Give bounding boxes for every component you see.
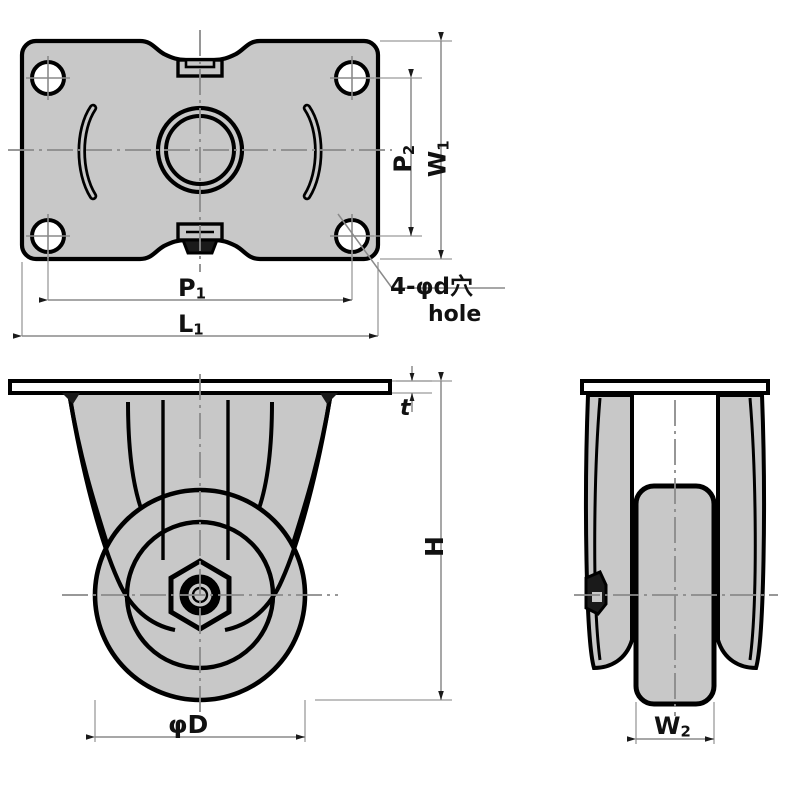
dimension-label-W1: W1 (423, 140, 453, 178)
front-view-fork-leg-left (67, 397, 176, 633)
front-view-centerlines (62, 374, 338, 712)
dimension-label-phiD: φD (168, 710, 209, 739)
side-view-centerlines (574, 400, 778, 716)
side-view-fork-leg-left (584, 393, 634, 671)
front-view-fork-leg-right (224, 397, 333, 633)
hole-note-line-2: hole (428, 302, 482, 327)
top-view-arc-slot-right-inner (305, 106, 320, 198)
side-view-axle-bolt-head (584, 570, 608, 616)
hole-note-leader-line (337, 213, 505, 289)
front-view-t-dimension (392, 366, 432, 412)
hole-note-line-1: 4-φd穴 (390, 274, 474, 300)
dimension-label-W2: W2 (654, 712, 691, 741)
top-view-arc-slot-left-inner (80, 106, 95, 198)
side-view-fork-leg-right (716, 393, 766, 671)
side-view-leg-inner-edges (593, 397, 757, 661)
front-view-H-dimension (315, 372, 452, 701)
top-view-group (8, 30, 505, 339)
dimension-label-P2: P2 (389, 144, 418, 173)
side-view-W2-dimension (627, 702, 715, 744)
dimension-label-H: H (419, 536, 449, 557)
side-view-top-plate (580, 379, 770, 395)
side-view-group (574, 379, 778, 744)
top-view-centerlines (8, 30, 392, 272)
dimension-label-L1: L1 (178, 310, 204, 339)
front-view-rib-lines (161, 400, 230, 560)
front-view-phiD-dimension (86, 700, 306, 742)
front-view-group (8, 366, 452, 742)
dimension-label-P1: P1 (178, 274, 206, 303)
dimension-label-t: t (400, 396, 411, 421)
